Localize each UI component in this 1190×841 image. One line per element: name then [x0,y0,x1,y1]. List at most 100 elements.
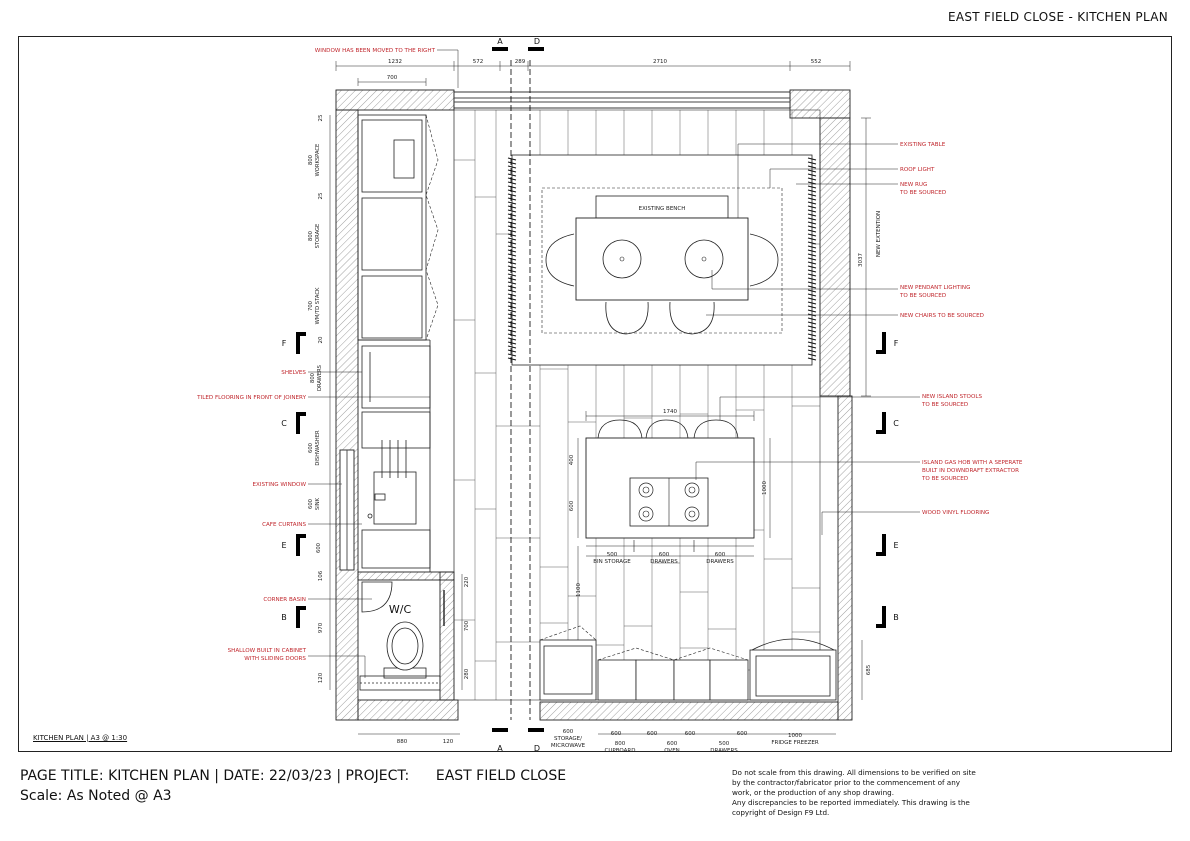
section-f-right: F [894,339,899,348]
wall-wc-top [357,571,455,581]
unit-drawers-b [709,659,749,701]
toilet-bowl [386,621,424,671]
note-new-chairs: NEW CHAIRS TO BE SOURCED [900,313,984,319]
note-new-rug: NEW RUG [900,182,927,188]
disclaimer: Do not scale from this drawing. All dime… [732,768,992,818]
section-d-top: D [534,37,540,46]
unit-storage [361,197,423,271]
svg-text:500: 500 [719,741,730,747]
svg-text:STORAGE/: STORAGE/ [554,736,582,742]
note-hob-3: TO BE SOURCED [921,476,968,482]
svg-text:685: 685 [866,664,872,675]
svg-text:552: 552 [811,59,822,65]
svg-text:600: 600 [715,552,726,558]
svg-text:DRAWERS: DRAWERS [706,559,734,565]
svg-text:DRAWERS: DRAWERS [710,748,738,754]
note-shelves: SHELVES [281,370,306,376]
svg-text:STORAGE: STORAGE [315,224,321,249]
note-pendant-2: TO BE SOURCED [899,293,946,299]
stool-3 [693,419,739,439]
wall-left [335,109,359,721]
bottom-unit-labels: 600 STORAGE/ MICROWAVE 600 800 CUPBOARD … [551,729,819,754]
svg-text:970: 970 [318,622,324,633]
note-hob-2: BUILT IN DOWNDRAFT EXTRACTOR [922,468,1019,474]
wall-right-lower [837,395,853,721]
chair-bottom-1 [605,301,649,335]
note-existing-window: EXISTING WINDOW [252,482,306,488]
unit-storage-microwave [539,639,597,701]
svg-text:289: 289 [515,59,526,65]
svg-text:20: 20 [318,336,324,343]
pendant-light-1 [602,239,642,279]
dimension-lines [329,61,871,735]
svg-text:DRAWERS: DRAWERS [317,365,323,391]
new-extention-label: NEW EXTENTION [876,211,882,257]
existing-table [575,217,749,301]
svg-text:800: 800 [308,155,314,165]
svg-text:WM/TD STACK: WM/TD STACK [315,287,321,324]
note-hob: ISLAND GAS HOB WITH A SEPERATE [922,460,1023,466]
svg-text:880: 880 [397,739,408,745]
fridge-freezer [749,649,837,701]
unit-wm-td-stack [361,275,423,339]
note-stools: NEW ISLAND STOOLS [922,394,982,400]
note-wood-vinyl: WOOD VINYL FLOORING [922,510,989,516]
disclaimer-line: work, or the production of any shop draw… [732,788,895,797]
wall-bottom-right [539,701,839,721]
unit-cupboard [597,659,637,701]
sheet-title: EAST FIELD CLOSE - KITCHEN PLAN [947,10,1168,24]
svg-text:1740: 1740 [663,409,677,415]
drawing-frame [18,36,1172,752]
island-unit-labels: 500 BIN STORAGE 600 DRAWERS 600 DRAWERS [593,552,734,565]
chair-bottom-2 [669,301,715,335]
dining-area: EXISTING BENCH [507,154,817,366]
svg-text:800: 800 [308,231,314,241]
annotations: WINDOW HAS BEEN MOVED TO THE RIGHT EXIST… [196,48,1023,662]
svg-text:FRIDGE FREEZER: FRIDGE FREEZER [771,740,819,746]
section-e-left: E [281,541,286,550]
section-d-bottom: D [534,744,540,753]
note-shallow-cabinet: SHALLOW BUILT IN CABINET [228,648,307,654]
stool-2 [645,419,689,439]
stool-1 [597,419,643,439]
svg-text:25: 25 [318,192,324,199]
svg-text:120: 120 [318,672,324,683]
svg-text:SINK: SINK [315,497,321,510]
svg-text:MICROWAVE: MICROWAVE [551,743,586,749]
svg-text:1100: 1100 [576,583,582,597]
disclaimer-line: Any discrepancies to be reported immedia… [732,798,970,807]
section-c-right: C [893,419,899,428]
section-f-left: F [282,339,287,348]
svg-text:WORKSPACE: WORKSPACE [315,144,321,177]
wall-wc [439,571,455,701]
svg-text:600: 600 [647,731,658,737]
wall-bottom-left [357,699,459,721]
note-cafe-curtains: CAFE CURTAINS [262,522,306,528]
footer-scale: Scale: As Noted @ A3 [20,788,172,804]
disclaimer-line: copyright of Design F9 Ltd. [732,808,830,817]
unit-end [361,529,431,569]
svg-text:OVEN: OVEN [664,748,680,754]
note-shallow-cabinet-2: WITH SLIDING DOORS [244,656,306,662]
svg-text:700: 700 [387,75,398,81]
svg-text:280: 280 [464,668,470,679]
wc-room: W/C [359,581,445,691]
svg-text:600: 600 [316,543,322,553]
svg-text:120: 120 [443,739,454,745]
svg-text:800: 800 [615,741,626,747]
svg-text:400: 400 [569,454,575,465]
note-window-moved: WINDOW HAS BEEN MOVED TO THE RIGHT [315,48,436,54]
unit-workspace [361,119,423,193]
wall-right-upper [819,117,851,397]
existing-bench-label: EXISTING BENCH [639,206,686,212]
bottom-units [539,625,837,701]
note-pendant: NEW PENDANT LIGHTING [900,285,970,291]
unit-dishwasher [361,411,431,449]
wc-label: W/C [389,603,412,616]
plan-label: KITCHEN PLAN | A3 @ 1:30 [33,734,128,742]
section-a-bottom: A [497,744,503,753]
section-markers [296,47,886,732]
svg-text:600: 600 [308,443,314,453]
note-existing-table: EXISTING TABLE [900,142,946,148]
